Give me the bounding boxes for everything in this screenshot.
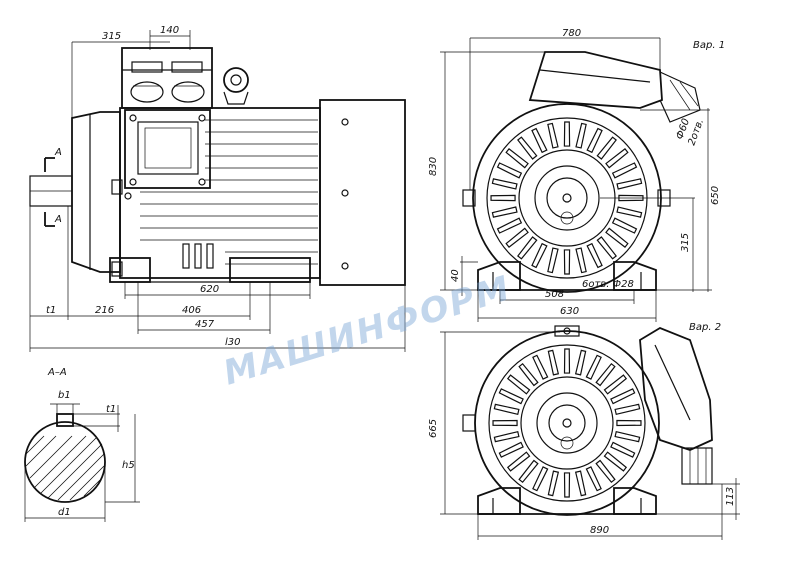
cooling-fin bbox=[531, 127, 548, 154]
cooling-fin bbox=[574, 349, 587, 376]
cooling-fin bbox=[611, 162, 638, 179]
cooling-fin bbox=[496, 217, 523, 234]
dim-40: 40 bbox=[450, 269, 461, 282]
cooling-fin bbox=[614, 430, 641, 443]
cooling-fin bbox=[610, 441, 636, 458]
cooling-fin bbox=[518, 362, 539, 387]
dim-t1-section: t1 bbox=[106, 404, 116, 415]
cooling-fin bbox=[595, 362, 616, 387]
dim-216: 216 bbox=[95, 305, 114, 316]
dim-315-top: 315 bbox=[102, 31, 121, 42]
dim-406: 406 bbox=[182, 305, 201, 316]
cooling-fin bbox=[603, 374, 628, 395]
cooling-fin bbox=[585, 354, 602, 380]
cooling-fin bbox=[547, 122, 559, 149]
cooling-fin bbox=[518, 459, 539, 484]
cooling-fin bbox=[563, 348, 571, 374]
dim-665: 665 bbox=[428, 419, 439, 438]
cooling-fin bbox=[596, 136, 617, 160]
cooling-fin bbox=[611, 217, 638, 234]
dim-h5: h5 bbox=[122, 460, 135, 471]
cooling-fin bbox=[498, 441, 524, 458]
section-a-top-label: A bbox=[54, 147, 62, 158]
dim-830: 830 bbox=[428, 157, 439, 176]
cooling-fin bbox=[517, 136, 538, 160]
dim-holes-28: 6отв. Ф28 bbox=[582, 279, 634, 290]
dim-780: 780 bbox=[562, 28, 581, 39]
cooling-fin bbox=[616, 419, 642, 427]
cooling-fin bbox=[616, 206, 643, 218]
cooling-fin bbox=[575, 247, 587, 274]
cooling-fin bbox=[491, 178, 518, 190]
cooling-fin bbox=[547, 247, 559, 274]
motor-front-view-var2: Вар. 2 665 890 113 bbox=[428, 322, 740, 540]
section-a-bottom-label: A bbox=[54, 214, 62, 225]
dim-890: 890 bbox=[590, 525, 609, 536]
dim-l30: l30 bbox=[225, 337, 241, 348]
cooling-fin bbox=[490, 194, 516, 202]
cooling-fin bbox=[505, 148, 529, 169]
cooling-fin bbox=[616, 178, 643, 190]
cooling-fin bbox=[493, 403, 520, 416]
cooling-fin bbox=[563, 249, 571, 275]
variant-1-label: Вар. 1 bbox=[693, 40, 725, 51]
cooling-fin bbox=[595, 459, 616, 484]
cooling-fin bbox=[532, 466, 549, 492]
dim-113: 113 bbox=[725, 487, 736, 506]
watermark: МАШИНФОРМ bbox=[219, 268, 516, 394]
cooling-fin bbox=[547, 349, 560, 376]
cooling-fin bbox=[493, 430, 520, 443]
cooling-fin bbox=[498, 388, 524, 405]
dim-457: 457 bbox=[195, 319, 215, 330]
cooling-fin bbox=[563, 472, 571, 498]
cooling-fin bbox=[505, 227, 529, 248]
dim-508: 508 bbox=[545, 289, 564, 300]
cooling-fin bbox=[605, 227, 629, 248]
shaft-section-aa: A–A b1 t1 h5 d1 bbox=[24, 367, 140, 522]
cooling-fin bbox=[492, 419, 518, 427]
dim-140: 140 bbox=[160, 25, 179, 36]
cooling-fin bbox=[605, 148, 629, 169]
cooling-fin bbox=[596, 236, 617, 260]
dim-630: 630 bbox=[560, 306, 579, 317]
cooling-fin bbox=[531, 242, 548, 269]
dim-620: 620 bbox=[200, 284, 219, 295]
dim-b1: b1 bbox=[58, 390, 71, 401]
cooling-fin bbox=[574, 470, 587, 497]
motor-side-view: A A 315 140 620 406 457 216 bbox=[29, 25, 406, 352]
dim-d1: d1 bbox=[58, 507, 71, 518]
cooling-fin bbox=[586, 242, 603, 269]
cooling-fin bbox=[614, 403, 641, 416]
cooling-fin bbox=[532, 354, 549, 380]
dim-315-side: 315 bbox=[680, 233, 691, 252]
cooling-fin bbox=[610, 388, 636, 405]
dim-t1: t1 bbox=[46, 305, 56, 316]
section-aa-title: A–A bbox=[47, 367, 67, 378]
cooling-fin bbox=[563, 121, 571, 147]
dim-650: 650 bbox=[710, 186, 721, 205]
variant-2-label: Вар. 2 bbox=[689, 322, 721, 333]
cooling-fin bbox=[547, 470, 560, 497]
cooling-fin bbox=[506, 451, 531, 472]
cooling-fin bbox=[603, 451, 628, 472]
cooling-fin bbox=[575, 122, 587, 149]
cooling-fin bbox=[517, 236, 538, 260]
cooling-fin bbox=[618, 194, 644, 202]
cooling-fin bbox=[496, 162, 523, 179]
cooling-fin bbox=[506, 374, 531, 395]
cooling-fin bbox=[491, 206, 518, 218]
cooling-fin bbox=[586, 127, 603, 154]
cooling-fin bbox=[585, 466, 602, 492]
